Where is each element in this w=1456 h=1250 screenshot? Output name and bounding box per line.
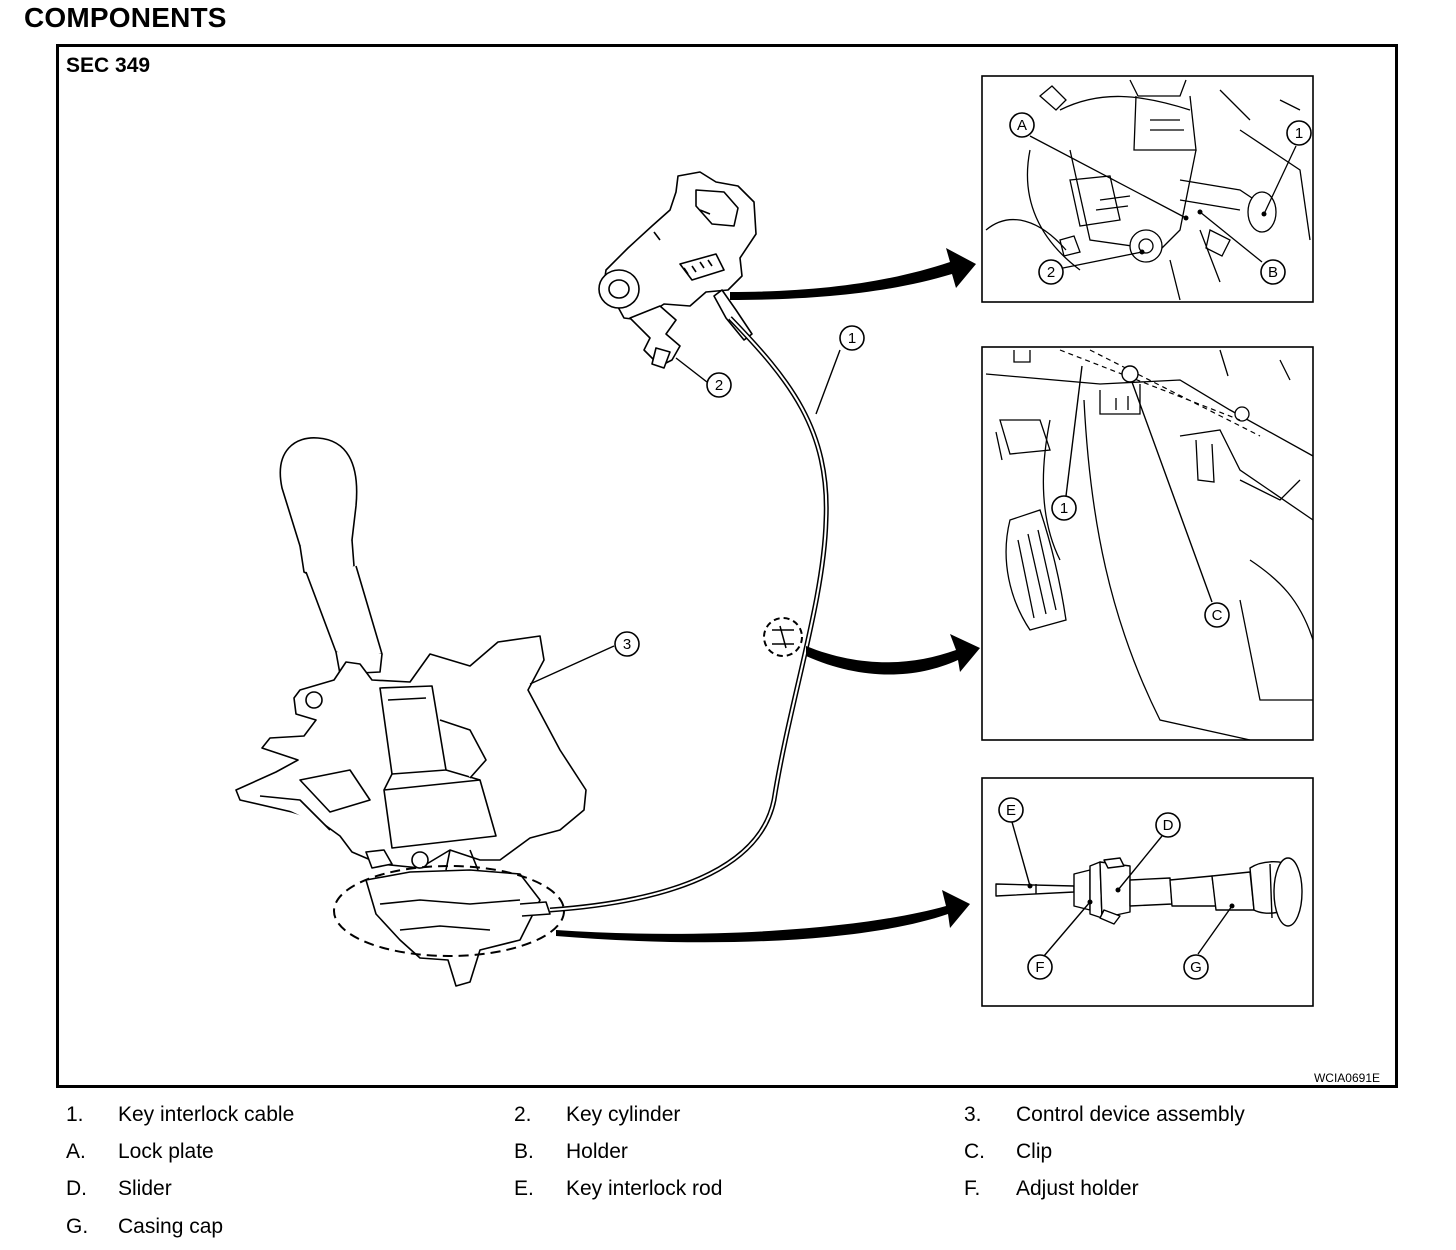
callout-c: C bbox=[1204, 602, 1230, 628]
inset-bottom: E D F G bbox=[981, 777, 1314, 1007]
inset-middle: 1 C bbox=[981, 346, 1314, 741]
arrows bbox=[556, 248, 980, 943]
svg-text:1: 1 bbox=[1060, 500, 1068, 517]
svg-text:3: 3 bbox=[623, 636, 631, 653]
arrow-bottom bbox=[556, 890, 970, 943]
legend: 1.Key interlock cable 2.Key cylinder 3.C… bbox=[66, 1103, 1245, 1238]
diagram-frame bbox=[56, 44, 1398, 1088]
callout-f: F bbox=[1027, 954, 1053, 980]
key-cylinder-drawing bbox=[598, 171, 757, 369]
svg-text:2: 2 bbox=[715, 377, 723, 394]
svg-text:F: F bbox=[1035, 959, 1044, 976]
callout-e: E bbox=[998, 797, 1024, 823]
callout-b: B bbox=[1260, 259, 1286, 285]
callout-a: A bbox=[1009, 112, 1035, 138]
callout-2-inset-top: 2 bbox=[1038, 259, 1064, 285]
svg-text:E: E bbox=[1006, 802, 1016, 819]
callout-d: D bbox=[1155, 812, 1181, 838]
callout-2-main: 2 bbox=[706, 372, 732, 398]
callout-3-main: 3 bbox=[614, 631, 640, 657]
svg-text:1: 1 bbox=[1295, 125, 1303, 142]
arrow-middle bbox=[806, 634, 980, 675]
callout-g: G bbox=[1183, 954, 1209, 980]
svg-text:1: 1 bbox=[848, 330, 856, 347]
svg-text:2: 2 bbox=[1047, 264, 1055, 281]
control-device-drawing bbox=[235, 437, 587, 987]
components-diagram: 1 2 3 bbox=[235, 75, 1314, 1007]
svg-text:D: D bbox=[1163, 817, 1174, 834]
svg-text:G: G bbox=[1190, 959, 1202, 976]
callout-1-inset-middle: 1 bbox=[1051, 495, 1077, 521]
inset-top: A 1 2 B bbox=[981, 75, 1314, 303]
section-code: SEC 349 bbox=[66, 54, 151, 77]
callout-1-main: 1 bbox=[839, 325, 865, 351]
key-interlock-cable bbox=[549, 316, 829, 913]
page-title: COMPONENTS bbox=[24, 2, 227, 33]
callout-1-inset-top: 1 bbox=[1286, 120, 1312, 146]
figure-ref: WCIA0691E bbox=[1313, 1071, 1380, 1085]
svg-text:B: B bbox=[1268, 264, 1278, 281]
svg-text:A: A bbox=[1017, 117, 1027, 134]
svg-text:C: C bbox=[1212, 607, 1223, 624]
arrow-top bbox=[730, 248, 976, 300]
